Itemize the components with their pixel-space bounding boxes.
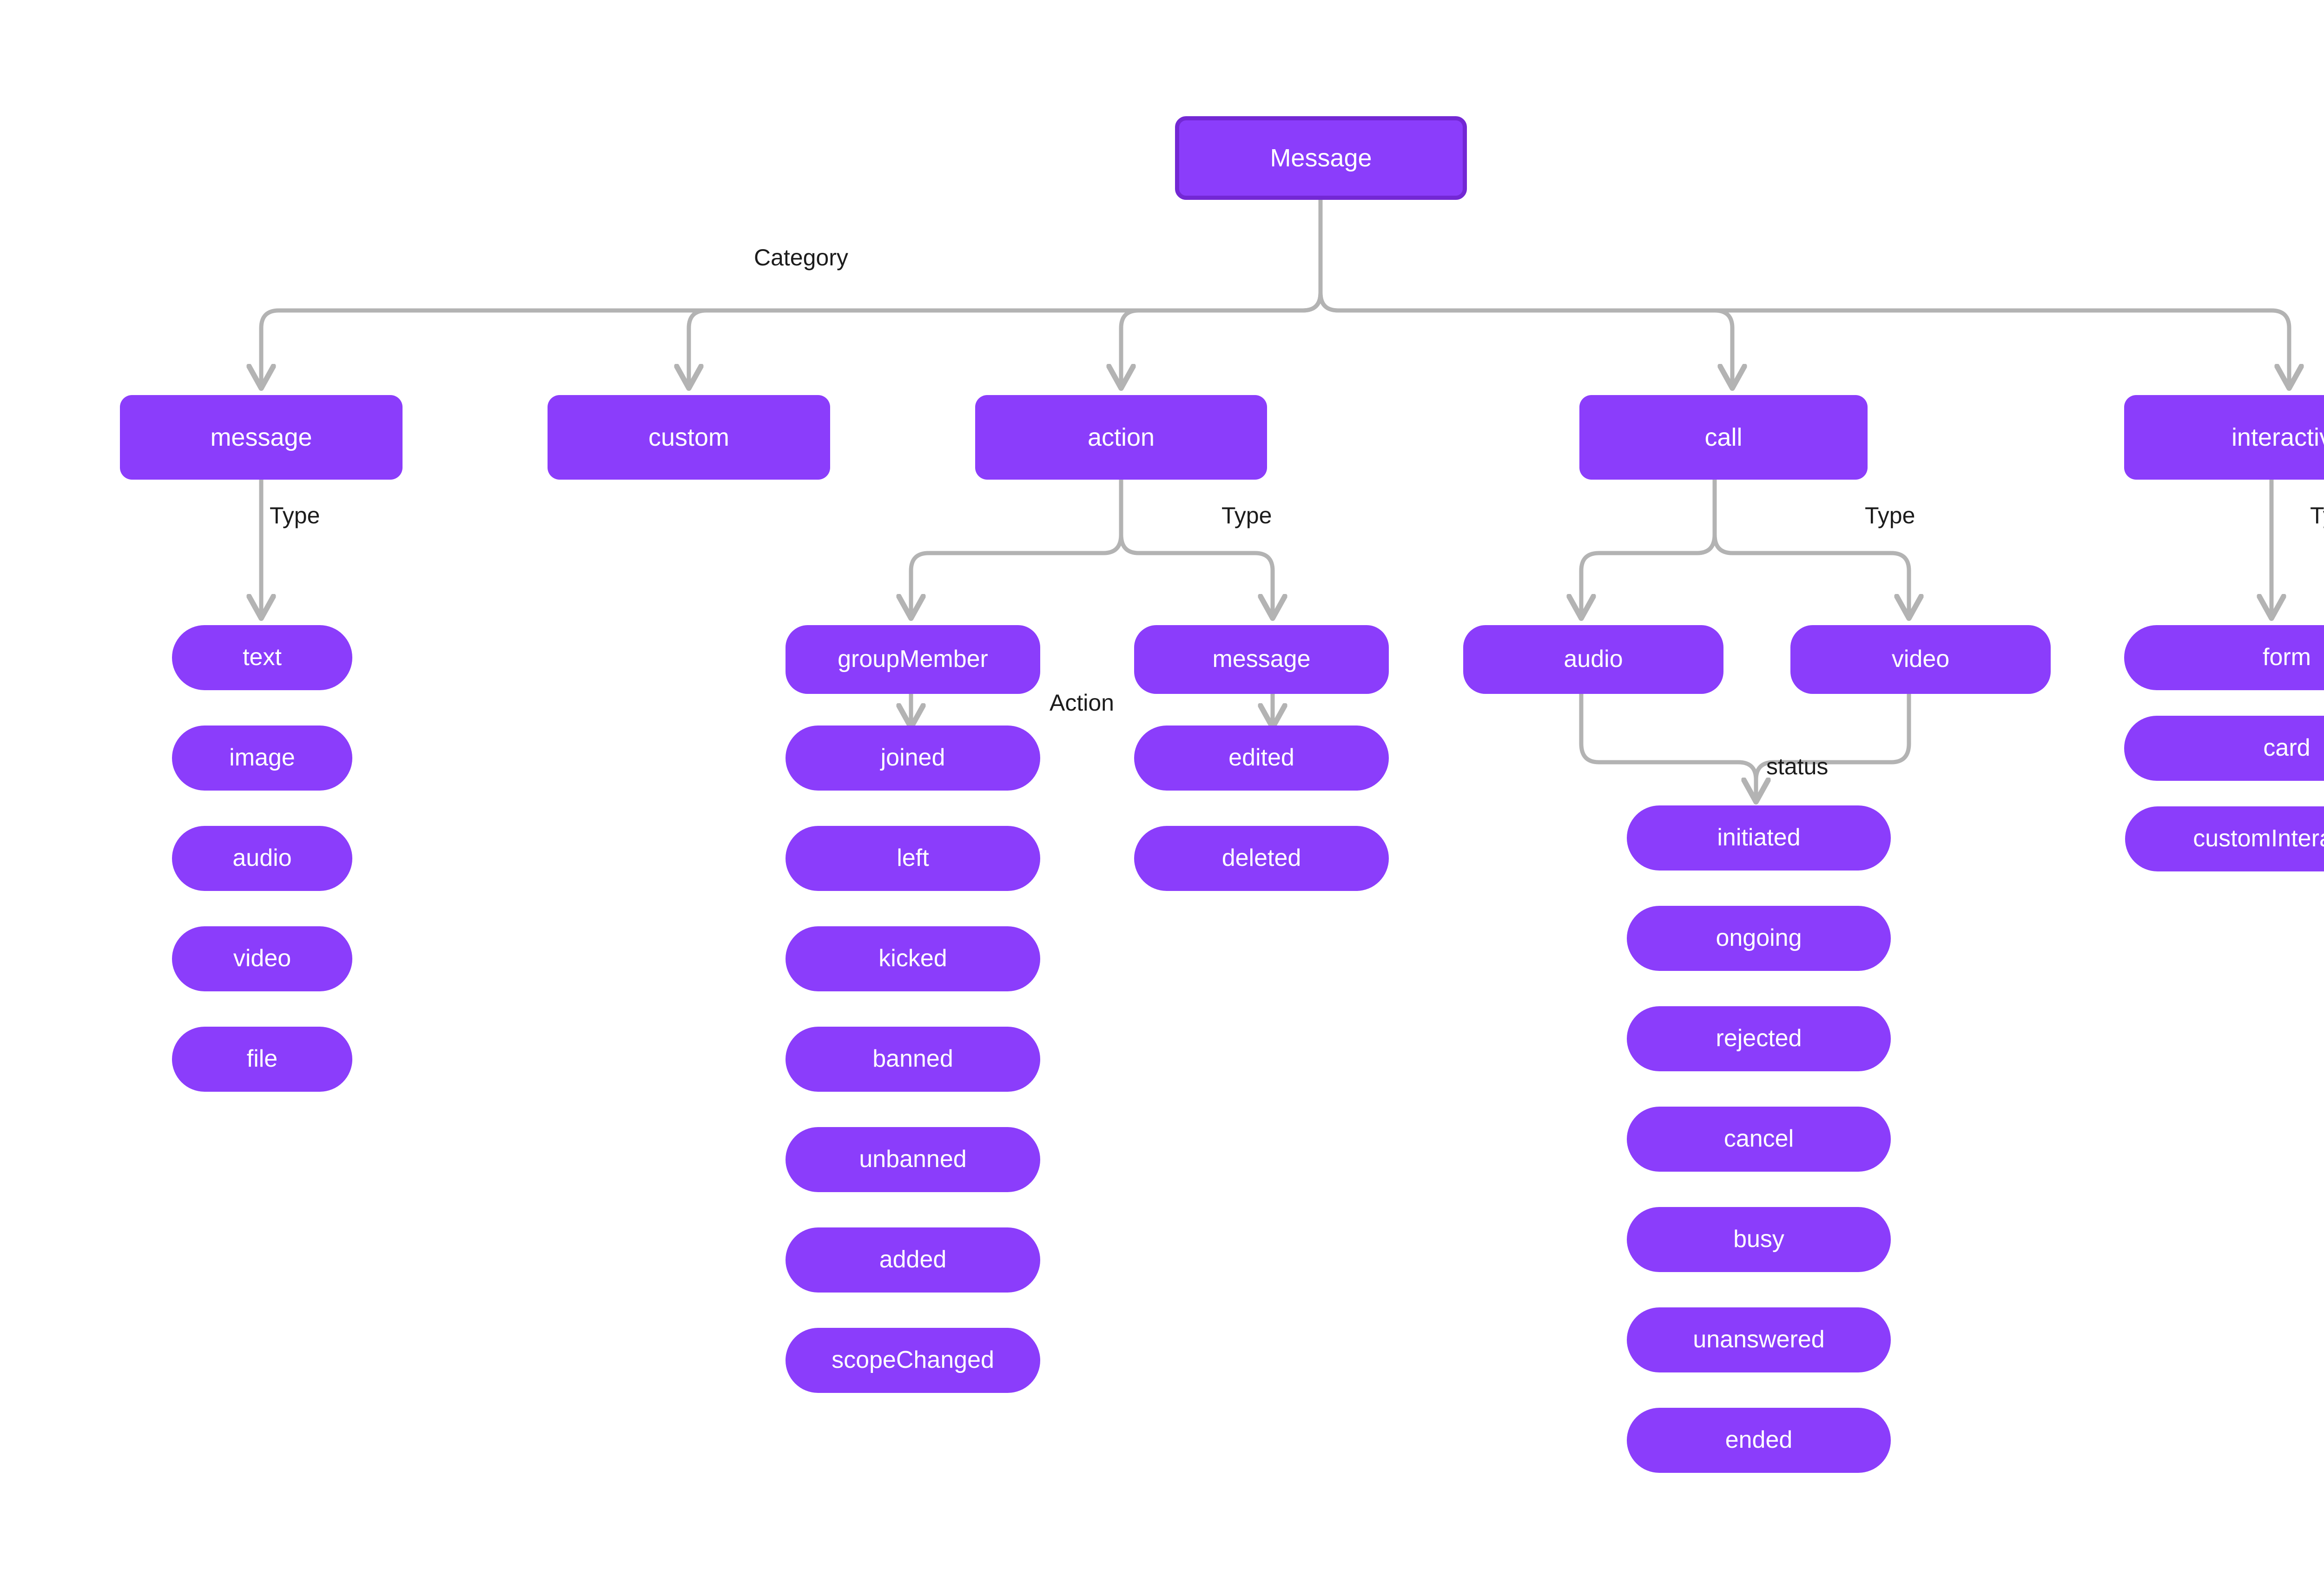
edge-label-type-interactive: Type [2310,502,2324,528]
node-label: rejected [1716,1025,1802,1052]
node-category-interactive[interactable]: interactive [2124,395,2324,480]
edge-label-action: Action [1050,690,1114,716]
node-groupmember-action-added[interactable]: added [786,1227,1040,1293]
node-category-action[interactable]: action [975,395,1267,480]
node-action-type-message[interactable]: message [1134,625,1389,694]
node-root-message[interactable]: Message [1175,116,1467,200]
node-label: groupMember [838,646,988,673]
edge-label-status: status [1766,753,1829,779]
node-label: video [233,945,291,972]
edge-label-category: Category [754,244,848,270]
node-label: unanswered [1693,1326,1825,1353]
edge-label-type-message: Type [270,502,320,528]
node-message-type-video[interactable]: video [172,926,352,991]
node-label: initiated [1717,824,1801,851]
node-call-status-initiated[interactable]: initiated [1627,805,1891,871]
edge-label-type-call: Type [1865,502,1915,528]
node-label: image [229,744,295,772]
node-label: audio [1564,646,1623,673]
node-label: busy [1733,1226,1784,1253]
node-action-type-groupmember[interactable]: groupMember [786,625,1040,694]
node-message-type-image[interactable]: image [172,726,352,791]
node-category-message[interactable]: message [120,395,403,480]
node-label: left [897,844,929,872]
node-groupmember-action-unbanned[interactable]: unbanned [786,1127,1040,1192]
node-label: custom [648,423,730,451]
node-groupmember-action-banned[interactable]: banned [786,1027,1040,1092]
node-call-status-unanswered[interactable]: unanswered [1627,1307,1891,1372]
node-label: audio [232,844,292,872]
node-groupmember-action-kicked[interactable]: kicked [786,926,1040,991]
node-label: unbanned [859,1146,967,1173]
node-label: edited [1228,744,1294,772]
node-call-status-ongoing[interactable]: ongoing [1627,906,1891,971]
node-label: form [2263,644,2311,671]
node-call-status-busy[interactable]: busy [1627,1207,1891,1272]
node-groupmember-action-joined[interactable]: joined [786,726,1040,791]
node-label: call [1704,423,1743,451]
node-label: interactive [2231,423,2324,451]
node-groupmember-action-left[interactable]: left [786,826,1040,891]
node-label: text [243,644,282,671]
node-label: banned [872,1045,953,1073]
node-call-type-video[interactable]: video [1790,625,2051,694]
node-label: message [210,423,312,451]
node-message-type-file[interactable]: file [172,1027,352,1092]
node-label: message [1212,646,1311,673]
node-interactive-type-custominteractive[interactable]: customInteractive [2125,806,2324,871]
node-message-action-deleted[interactable]: deleted [1134,826,1389,891]
node-label: file [246,1045,278,1073]
node-label: ended [1725,1426,1793,1454]
node-label: Message [1270,144,1372,172]
node-category-custom[interactable]: custom [548,395,830,480]
node-label: card [2263,734,2311,762]
node-groupmember-action-scopechanged[interactable]: scopeChanged [786,1328,1040,1393]
node-label: joined [880,744,945,772]
node-call-status-cancel[interactable]: cancel [1627,1107,1891,1172]
node-category-call[interactable]: call [1579,395,1868,480]
node-call-type-audio[interactable]: audio [1463,625,1723,694]
node-label: deleted [1221,844,1301,872]
node-label: scopeChanged [832,1346,994,1374]
node-interactive-type-form[interactable]: form [2124,625,2324,690]
node-interactive-type-card[interactable]: card [2124,716,2324,781]
node-label: ongoing [1716,924,1802,952]
edge-label-type-action: Type [1221,502,1272,528]
node-label: added [879,1246,947,1273]
node-label: cancel [1723,1125,1794,1153]
node-message-type-text[interactable]: text [172,625,352,690]
node-label: kicked [878,945,947,972]
node-call-status-ended[interactable]: ended [1627,1408,1891,1473]
node-message-type-audio[interactable]: audio [172,826,352,891]
node-label: action [1087,423,1155,451]
node-label: customInteractive [2193,825,2324,852]
node-call-status-rejected[interactable]: rejected [1627,1006,1891,1071]
node-message-action-edited[interactable]: edited [1134,726,1389,791]
node-label: video [1891,646,1950,673]
